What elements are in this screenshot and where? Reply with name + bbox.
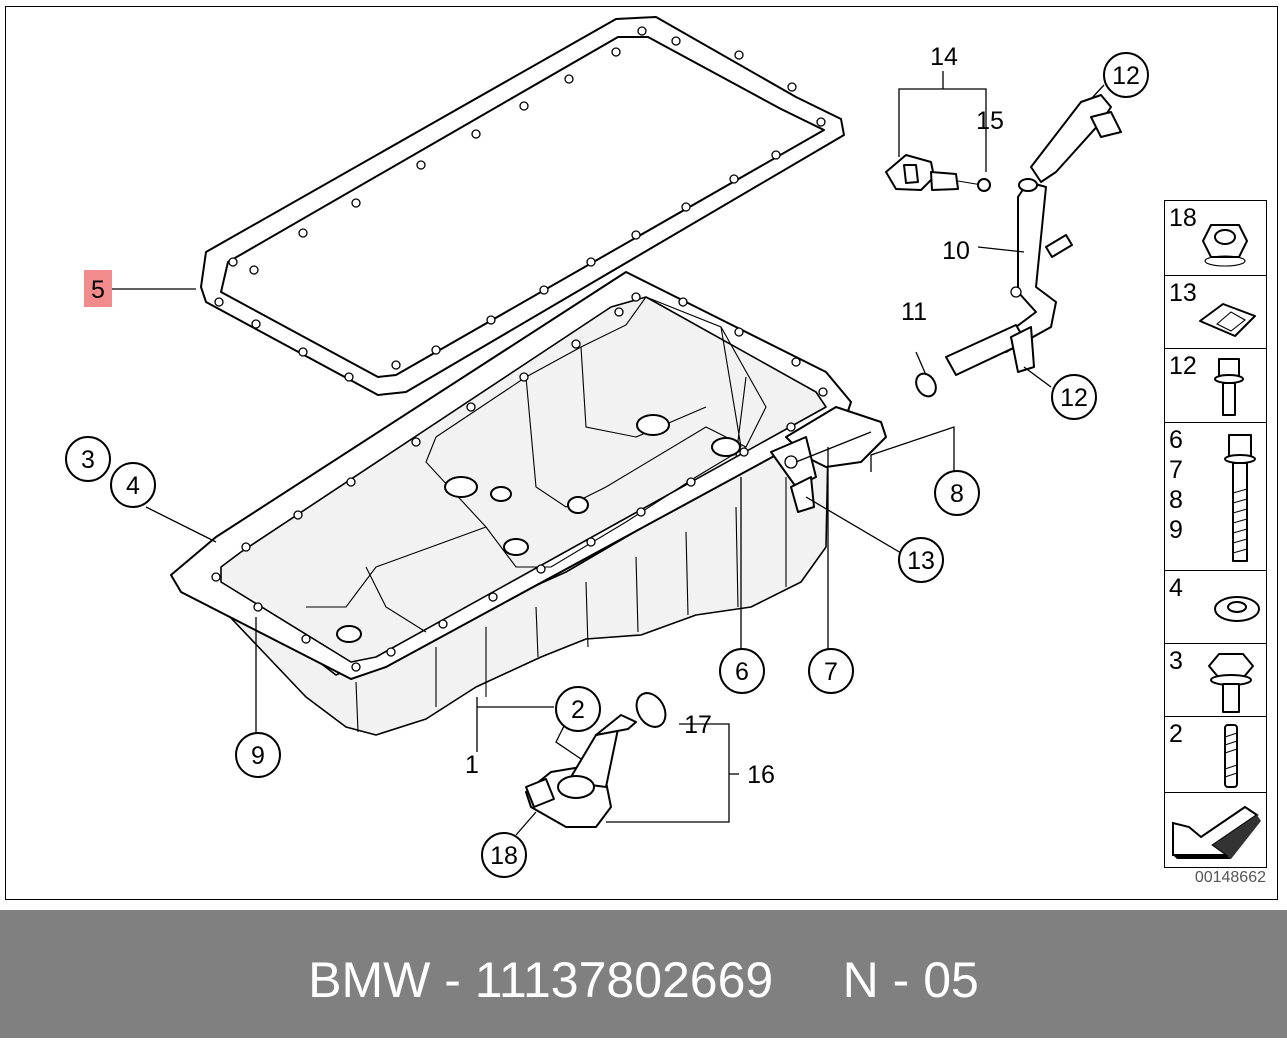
callout-1: 1: [465, 751, 479, 779]
guide-tube-o-ring: [915, 372, 937, 398]
orientation-arrow-icon: [1172, 805, 1261, 859]
callout-6-circle: [719, 648, 765, 694]
parts-diagram: 5 3 4 9 1 2 18 17 16 6 7 13 8 11 10 12 1…: [65, 16, 1149, 878]
callout-5-highlight: [84, 270, 112, 307]
callout-4: 4: [126, 472, 140, 500]
dipstick-guide-tube: [945, 94, 1122, 376]
hex-nut-icon: [1202, 224, 1248, 267]
legend-number: 6 7 8 9: [1169, 426, 1183, 544]
callout-9-circle: [235, 732, 281, 778]
callout-3-circle: [65, 436, 111, 482]
callout-2-circle: [555, 686, 601, 732]
callout-7-circle: [808, 648, 854, 694]
callout-8-circle: [934, 470, 980, 516]
callout-6: 6: [735, 658, 749, 686]
callout-10: 10: [942, 237, 970, 265]
callout-13-circle: [898, 537, 944, 583]
oil-pan-gasket: [200, 16, 845, 396]
callout-9: 9: [251, 742, 265, 770]
callout-18-circle: [481, 832, 527, 878]
part-caption: BMW - 11137802669 N - 05: [308, 952, 979, 1008]
callout-16: 16: [747, 761, 775, 789]
legend-row-13: 13: [1165, 276, 1266, 349]
callout-12a-circle: [1051, 374, 1097, 420]
stud-icon: [1224, 724, 1238, 788]
oil-pan: [170, 271, 887, 736]
callout-15: 15: [976, 107, 1004, 135]
callout-3: 3: [81, 446, 95, 474]
legend-number: 12: [1169, 352, 1197, 380]
callout-12b-circle: [1103, 52, 1149, 98]
spring-nut-clip-icon: [1199, 303, 1256, 337]
document-number: 00148662: [1194, 869, 1266, 886]
hex-bolt-icon: [1208, 653, 1254, 713]
leader-lines: [111, 71, 1105, 836]
callout-8: 8: [950, 480, 964, 508]
callout-17: 17: [684, 711, 712, 739]
callout-12-upper: 12: [1112, 62, 1140, 90]
legend-row-18: 18: [1165, 201, 1266, 276]
legend-row-arrow: [1165, 793, 1266, 867]
legend-number: 2: [1169, 720, 1183, 748]
callout-5: 5: [91, 276, 105, 304]
callout-markers: 5 3 4 9 1 2 18 17 16 6 7 13 8 11 10 12 1…: [65, 43, 1149, 878]
long-bolt-icon: [1224, 434, 1256, 562]
callout-7: 7: [824, 658, 838, 686]
washer-icon: [1214, 596, 1260, 622]
callout-18: 18: [490, 842, 518, 870]
callout-4-circle: [110, 462, 156, 508]
flange-bolt-icon: [1214, 358, 1244, 416]
diagram-frame: 5 3 4 9 1 2 18 17 16 6 7 13 8 11 10 12 1…: [5, 6, 1278, 900]
oil-level-sensor: [525, 714, 637, 828]
legend-number: 18: [1169, 204, 1197, 232]
callout-12-lower: 12: [1060, 384, 1088, 412]
fastener-legend: 18 13 12 6 7 8 9 4: [1164, 200, 1267, 868]
legend-row-3: 3: [1165, 644, 1266, 717]
callout-14: 14: [930, 43, 958, 71]
oil-dipstick: [885, 154, 991, 192]
gasket-bolt-holes: [214, 26, 826, 382]
legend-number: 4: [1169, 574, 1183, 602]
legend-row-12: 12: [1165, 349, 1266, 423]
pan-bolt-holes: [211, 292, 828, 672]
legend-row-6789: 6 7 8 9: [1165, 423, 1266, 571]
sensor-o-ring: [635, 692, 667, 728]
callout-11: 11: [901, 298, 927, 326]
callout-2: 2: [571, 696, 585, 724]
legend-number: 3: [1169, 647, 1183, 675]
legend-row-2: 2: [1165, 717, 1266, 793]
caption-bar: BMW - 11137802669 N - 05: [0, 910, 1287, 1038]
callout-13: 13: [907, 547, 935, 575]
legend-number: 13: [1169, 279, 1197, 307]
dipstick-seal-ring: [977, 178, 991, 192]
legend-row-4: 4: [1165, 571, 1266, 644]
